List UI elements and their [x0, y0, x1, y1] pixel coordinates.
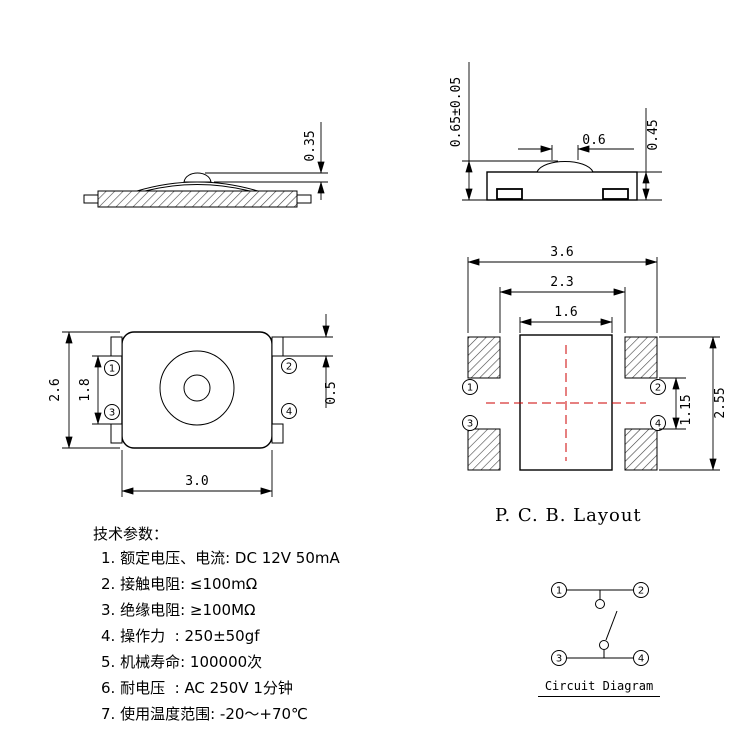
pin-circle [281, 358, 297, 374]
spec-item-2: 2. 接触电阻: ≤100mΩ [101, 575, 258, 593]
pcb-pad-3 [467, 428, 501, 471]
spec-item-4: 4. 操作力 : 250±50gf [101, 627, 260, 645]
pin-circle [462, 415, 478, 431]
dim-body-height: 0.45 [646, 119, 661, 150]
spec-item-7: 7. 使用温度范围: -20～+70℃ [101, 705, 308, 723]
dim-body-width: 3.0 [185, 474, 208, 489]
dim-pad-gap: 1.15 [679, 394, 694, 425]
pin-number: 3 [109, 408, 115, 419]
spec-item-5: 5. 机械寿命: 100000次 [101, 653, 263, 671]
terminal-left [496, 188, 523, 200]
pin-circle [551, 582, 567, 598]
pin-number: 2 [655, 383, 661, 394]
pin-number: 2 [638, 586, 644, 597]
circuit-diagram-title: Circuit Diagram [538, 679, 660, 697]
dim-pad-width: 0.5 [324, 381, 339, 404]
top-view: 1 3 2 4 2.6 1.8 3.0 0 [48, 314, 339, 497]
pin-circle [551, 650, 567, 666]
pin-number: 1 [109, 364, 115, 375]
pin-number: 2 [286, 362, 292, 373]
circuit-pin-label-3: 3 [551, 650, 567, 666]
switch-arm [605, 610, 618, 641]
pcb-pin-label-4: 4 [650, 415, 666, 431]
pin-number: 3 [467, 419, 473, 430]
pin-number: 1 [467, 383, 473, 394]
pin-number: 4 [655, 419, 661, 430]
pin-circle [650, 415, 666, 431]
dim-actuator-height: 0.35 [303, 130, 318, 161]
pin-circle [281, 403, 297, 419]
circuit-pin-label-1: 1 [551, 582, 567, 598]
pin-circle [104, 360, 120, 376]
actuator-inner-circle [183, 374, 211, 402]
dim-total-height: 0.65±0.05 [449, 77, 464, 147]
spec-item-6: 6. 耐电压 : AC 250V 1分钟 [101, 679, 293, 697]
actuator-nub [183, 172, 212, 183]
dim-body-height: 2.6 [48, 378, 63, 401]
base-body-hatched [97, 190, 298, 208]
pin-label-2: 2 [281, 358, 297, 374]
pcb-pin-label-1: 1 [462, 379, 478, 395]
pad-3 [110, 423, 123, 444]
pin-number: 1 [556, 586, 562, 597]
pin-label-4: 4 [281, 403, 297, 419]
pad-1 [110, 336, 123, 357]
dim-overall-height: 2.55 [713, 387, 728, 418]
pad-2 [271, 336, 284, 357]
pin-circle [633, 650, 649, 666]
pcb-pin-label-2: 2 [650, 379, 666, 395]
spec-item-3: 3. 绝缘电阻: ≥100MΩ [101, 601, 256, 619]
dim-pad-span: 1.8 [78, 378, 93, 401]
pcb-pad-4 [624, 428, 658, 471]
contact-movable [599, 640, 609, 650]
pin-number: 4 [286, 407, 292, 418]
dim-overall-width: 3.6 [550, 245, 573, 260]
pin-circle [462, 379, 478, 395]
pin-circle [650, 379, 666, 395]
pin-circle [104, 404, 120, 420]
pin-label-3: 3 [104, 404, 120, 420]
metal-dome-inner [144, 184, 251, 192]
dim-pad-inner-span: 2.3 [550, 275, 573, 290]
actuator-dome [536, 161, 594, 173]
pcb-layout-view: 1 2 3 4 3.6 2.3 1.6 2.55 [462, 245, 728, 471]
dim-actuator-width: 0.6 [582, 133, 605, 148]
pcb-layout-title: P. C. B. Layout [495, 505, 642, 526]
pcb-pad-2 [624, 336, 658, 379]
pad-4 [271, 423, 284, 444]
side-view-side: 0.65±0.05 0.6 0.45 [449, 62, 662, 201]
pin-circle [633, 582, 649, 598]
contact-fixed [595, 599, 605, 609]
pin-number: 3 [556, 654, 562, 665]
pcb-pad-1 [467, 336, 501, 379]
specs-block: 技术参数： 1. 额定电压、电流: DC 12V 50mA 2. 接触电阻: ≤… [93, 523, 340, 727]
circuit-pin-label-4: 4 [633, 650, 649, 666]
pcb-pin-label-3: 3 [462, 415, 478, 431]
circuit-diagram-view: 1 2 3 4 [551, 582, 649, 666]
specs-title: 技术参数： [93, 525, 169, 543]
circuit-pin-label-2: 2 [633, 582, 649, 598]
pin-label-1: 1 [104, 360, 120, 376]
spec-item-1: 1. 额定电压、电流: DC 12V 50mA [101, 549, 340, 567]
pin-number: 4 [638, 654, 644, 665]
terminal-right [602, 188, 629, 200]
side-view-front: 0.35 [83, 122, 328, 208]
dim-body-width: 1.6 [554, 305, 577, 320]
metal-dome-outer [136, 181, 259, 192]
